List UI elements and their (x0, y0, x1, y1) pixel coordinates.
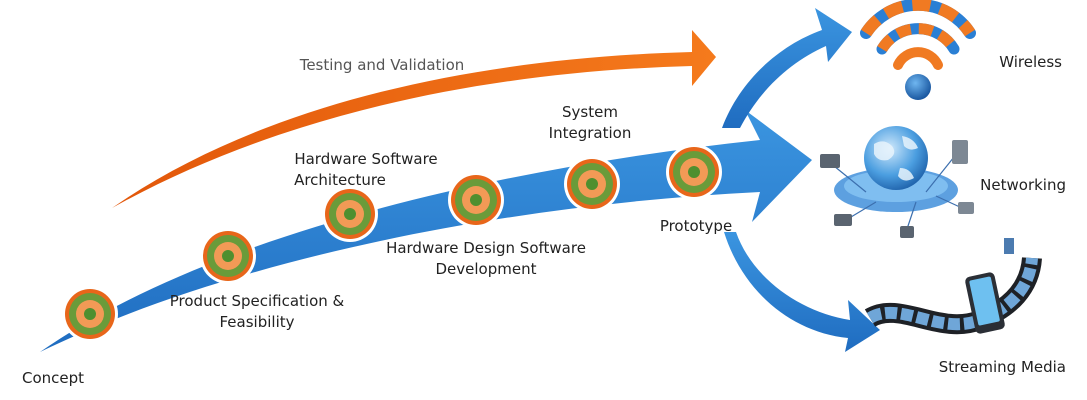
stage-label-product-spec-line1: Product Specification & (170, 292, 345, 310)
stage-label-hw-sw-arch-line2: Architecture (294, 171, 386, 189)
testing-validation-label: Testing and Validation (299, 56, 465, 74)
stage-node-hw-sw-architecture (322, 186, 378, 242)
stage-label-system-integration-line2: Integration (549, 124, 632, 142)
main-process-arrow (40, 110, 812, 352)
outcome-label-streaming-media: Streaming Media (939, 358, 1066, 376)
stage-label-prototype: Prototype (660, 217, 732, 235)
stage-node-concept (62, 286, 118, 342)
stage-node-system-integration (564, 156, 620, 212)
stage-label-hw-sw-arch-line1: Hardware Software (294, 150, 437, 168)
stage-node-prototype (666, 144, 722, 200)
streaming-branch-arrow (724, 232, 880, 352)
stage-label-system-integration-line1: System (562, 103, 618, 121)
network-globe-icon (820, 126, 974, 238)
wifi-icon (860, 0, 976, 100)
stage-label-concept: Concept (22, 369, 84, 387)
stage-node-hw-design-sw-dev (448, 172, 504, 228)
stage-label-hw-design-line2: Development (436, 260, 537, 278)
stage-label-hw-design-line1: Hardware Design Software (386, 239, 586, 257)
stage-label-product-spec-line2: Feasibility (220, 313, 295, 331)
stage-node-product-spec (200, 228, 256, 284)
outcome-label-networking: Networking (980, 176, 1066, 194)
wireless-branch-arrow (722, 8, 852, 128)
film-phone-icon (864, 238, 1042, 335)
outcome-label-wireless: Wireless (999, 53, 1062, 71)
